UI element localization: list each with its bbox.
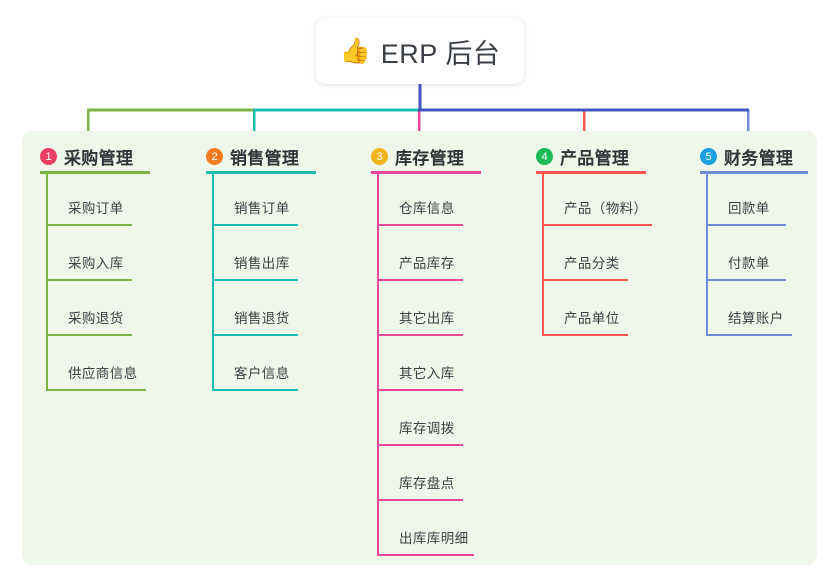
branch-item-label: 其它出库 (399, 311, 455, 326)
branch-column-1: 1 采购管理采购订单采购入库采购退货供应商信息 (40, 131, 150, 399)
branch-item-label: 回款单 (728, 201, 770, 216)
branch-item[interactable]: 结算账户 (706, 281, 792, 336)
branch-item-rule (706, 334, 792, 336)
branch-item-label: 采购订单 (68, 201, 124, 216)
branch-item-rule (212, 279, 298, 281)
branch-title: 财务管理 (724, 149, 794, 168)
branch-item-label: 结算账户 (728, 311, 784, 326)
branch-item-label: 销售退货 (234, 311, 290, 326)
branch-item[interactable]: 采购入库 (46, 226, 132, 281)
branch-item-label: 产品分类 (564, 256, 620, 271)
thumbs-up-icon: 👍 (339, 36, 371, 65)
branch-header-rule (536, 171, 646, 174)
root-title: ERP 后台 (380, 38, 501, 69)
branch-item-label: 供应商信息 (68, 366, 138, 381)
branch-item-rule (377, 554, 474, 556)
branch-column-3: 3 库存管理仓库信息产品库存其它出库其它入库库存调拨库存盘点出库库明细 (371, 131, 481, 564)
branch-item-label: 产品库存 (399, 256, 455, 271)
branch-header-1[interactable]: 1 采购管理 (40, 144, 133, 169)
branch-item-label: 采购退货 (68, 311, 124, 326)
branch-header-rule (40, 171, 150, 174)
branch-item[interactable]: 回款单 (706, 171, 786, 226)
branch-item-rule (542, 334, 628, 336)
branch-item[interactable]: 采购退货 (46, 281, 132, 336)
branch-item-rule (377, 389, 463, 391)
branch-item[interactable]: 其它入库 (377, 336, 463, 391)
branch-item-label: 其它入库 (399, 366, 455, 381)
branch-item[interactable]: 采购订单 (46, 171, 132, 226)
branch-item-rule (46, 224, 132, 226)
branch-title: 产品管理 (560, 149, 630, 168)
branch-column-5: 5 财务管理回款单付款单结算账户 (700, 131, 808, 344)
branch-item-rule (212, 334, 298, 336)
branch-item-label: 客户信息 (234, 366, 290, 381)
branch-item-label: 库存调拨 (399, 421, 455, 436)
branch-item[interactable]: 销售出库 (212, 226, 298, 281)
branch-item-label: 销售出库 (234, 256, 290, 271)
branch-item[interactable]: 产品分类 (542, 226, 628, 281)
branch-title: 库存管理 (395, 149, 465, 168)
branch-header-2[interactable]: 2 销售管理 (206, 144, 299, 169)
branch-item-rule (212, 224, 298, 226)
branch-item-label: 产品（物料） (564, 201, 648, 216)
branch-item[interactable]: 产品单位 (542, 281, 628, 336)
branches-panel (22, 131, 817, 565)
branch-header-rule (206, 171, 316, 174)
branch-title: 采购管理 (64, 149, 134, 168)
branch-column-2: 2 销售管理销售订单销售出库销售退货客户信息 (206, 131, 316, 399)
branch-item-rule (46, 389, 146, 391)
branch-item[interactable]: 销售订单 (212, 171, 298, 226)
branch-title: 销售管理 (230, 149, 300, 168)
branch-item[interactable]: 仓库信息 (377, 171, 463, 226)
branch-spine (46, 171, 48, 391)
branch-header-5[interactable]: 5 财务管理 (700, 144, 793, 169)
branch-item[interactable]: 产品（物料） (542, 171, 652, 226)
branch-spine (542, 171, 544, 336)
branch-spine (377, 171, 379, 556)
branch-item-rule (377, 334, 463, 336)
branch-item-rule (542, 279, 628, 281)
branch-spine (706, 171, 708, 336)
branch-item[interactable]: 库存盘点 (377, 446, 463, 501)
branch-header-3[interactable]: 3 库存管理 (371, 144, 464, 169)
branch-column-4: 4 产品管理产品（物料） 产品分类产品单位 (536, 131, 652, 344)
branch-item-rule (377, 224, 463, 226)
branch-number-badge: 3 (371, 148, 388, 165)
branch-item-label: 产品单位 (564, 311, 620, 326)
branch-header-4[interactable]: 4 产品管理 (536, 144, 629, 169)
branch-item[interactable]: 产品库存 (377, 226, 463, 281)
branch-number-badge: 5 (700, 148, 717, 165)
branch-item-label: 库存盘点 (399, 476, 455, 491)
branch-item-rule (706, 224, 786, 226)
branch-item-label: 仓库信息 (399, 201, 455, 216)
branch-spine (212, 171, 214, 391)
branch-item-rule (46, 279, 132, 281)
branch-item[interactable]: 其它出库 (377, 281, 463, 336)
branch-item-rule (212, 389, 298, 391)
branch-item[interactable]: 出库库明细 (377, 501, 474, 556)
branch-header-rule (371, 171, 481, 174)
branch-header-rule (700, 171, 808, 174)
branch-item-rule (377, 444, 463, 446)
branch-item-label: 采购入库 (68, 256, 124, 271)
branch-item-rule (46, 334, 132, 336)
branch-item-label: 销售订单 (234, 201, 290, 216)
branch-item[interactable]: 供应商信息 (46, 336, 146, 391)
branch-item[interactable]: 库存调拨 (377, 391, 463, 446)
branch-item-rule (377, 499, 463, 501)
branch-item-rule (377, 279, 463, 281)
branch-item[interactable]: 客户信息 (212, 336, 298, 391)
branch-item[interactable]: 付款单 (706, 226, 786, 281)
branch-item-rule (542, 224, 652, 226)
branch-item-label: 付款单 (728, 256, 770, 271)
branch-item[interactable]: 销售退货 (212, 281, 298, 336)
branch-number-badge: 4 (536, 148, 553, 165)
branch-number-badge: 1 (40, 148, 57, 165)
branch-item-rule (706, 279, 786, 281)
branch-number-badge: 2 (206, 148, 223, 165)
branch-item-label: 出库库明细 (399, 531, 469, 546)
root-node[interactable]: 👍 ERP 后台 (316, 18, 524, 84)
